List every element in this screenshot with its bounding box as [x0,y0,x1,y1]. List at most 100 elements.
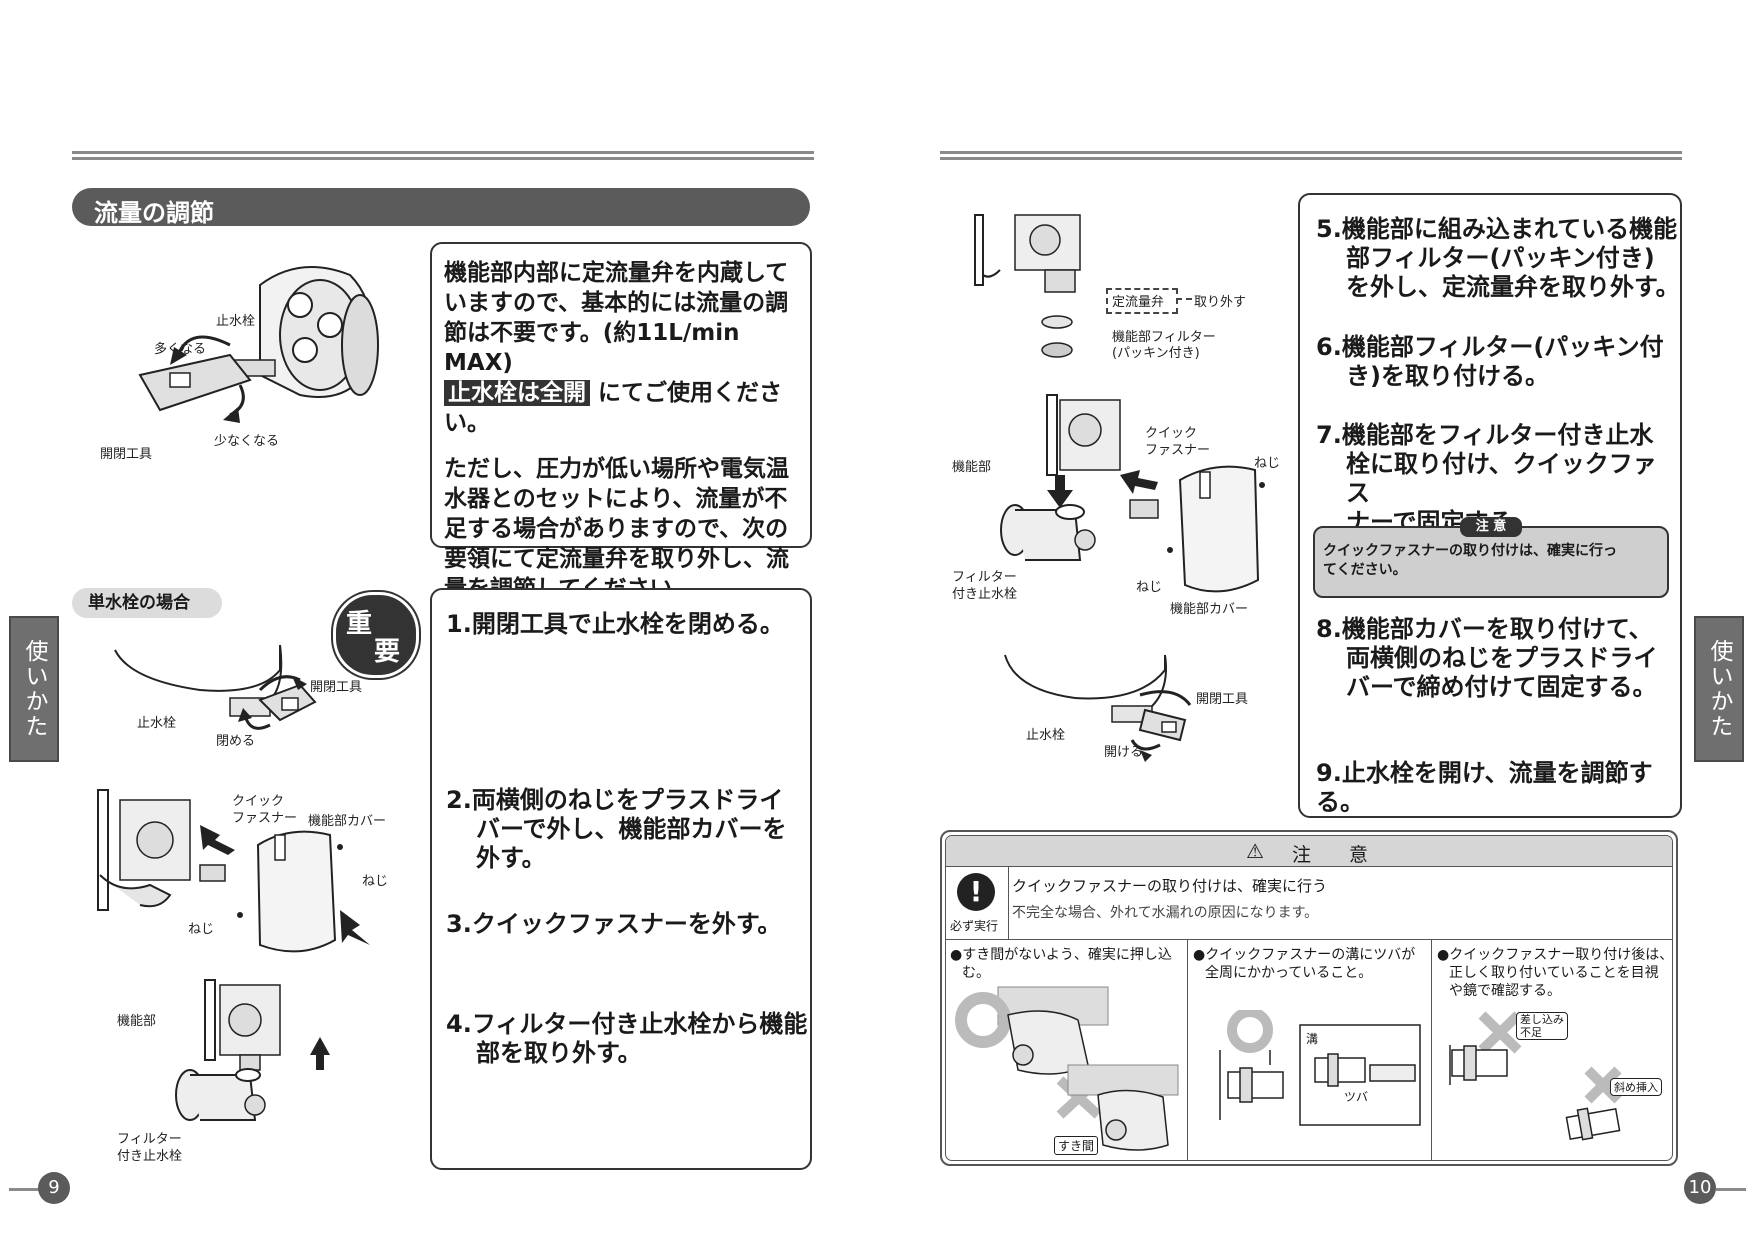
warning-triangle-icon: ⚠ [1246,839,1264,863]
step-5-line: を外し、定流量弁を取り外す。 [1346,273,1680,301]
step-2-line: 外す。 [476,844,546,872]
flange-label: ツバ [1344,1090,1369,1104]
fig6-label-screw-left: ねじ [1136,580,1163,595]
fig5-label-filter-2: (パッキン付き) [1112,346,1200,361]
fig5-label-valve: 定流量弁 [1112,295,1165,310]
warning-main: クイックファスナーの取り付けは、確実に行う [1012,877,1328,895]
right-top-rule [940,151,1682,160]
step-6: 6.機能部フィルター(パッキン付 き)を取り付ける。 [1316,333,1664,391]
warning-col-1-line: む。 [962,965,990,981]
fig1-label-tool: 開閉工具 [100,447,153,462]
step-3: 3.クイックファスナーを外す。 [446,910,782,938]
diagonal-insertion-label: 斜め挿入 [1610,1078,1662,1096]
insufficient-insertion-label: 差し込み 不足 [1516,1012,1568,1040]
step-4-line: 4.フィルター付き止水栓から機能 [446,1010,808,1038]
page-number-right: 10 [1684,1172,1716,1204]
fig7-label-stop-valve: 止水栓 [1026,728,1066,743]
page-number-line-right [1716,1188,1746,1191]
warning-col-divider-1 [1187,940,1188,1160]
warning-sub: 不完全な場合、外れて水漏れの原因になります。 [1012,905,1319,921]
insufficient-line: 差し込み [1520,1013,1564,1026]
page-number-line-left [9,1188,39,1191]
warning-divider [946,939,1672,940]
fig2-label-stop-valve: 止水栓 [137,716,177,731]
warning-panel [940,830,1678,1166]
gap-label: すき間 [1054,1136,1099,1155]
fig4-label-filter-2: 付き止水栓 [117,1149,183,1164]
warning-col-3-text: ●クイックファスナー取り付け後は、 正しく取り付いていることを目視 や鏡で確認す… [1437,946,1673,1000]
intro-line: 足する場合がありますので、次の [444,516,789,542]
fig6-label-screw-right: ねじ [1254,456,1281,471]
step-2: 2.両横側のねじをプラスドライ バーで外し、機能部カバーを 外す。 [446,786,787,873]
remove-valve-figure [974,214,1081,358]
warning-header: ⚠ 注 意 [946,836,1672,867]
warning-col-3-line: ●クイックファスナー取り付け後は、 [1437,947,1674,963]
fig6-label-filter-2: 付き止水栓 [952,587,1018,602]
warning-col-3-line: や鏡で確認する。 [1449,983,1561,999]
step-5-line: 5.機能部に組み込まれている機能 [1316,215,1678,243]
single-faucet-subhead: 単水栓の場合 [72,588,222,618]
fig5-label-remove: 取り外す [1194,295,1247,310]
fig3-label-quick-1: クイック [232,794,285,809]
fig5-leader [1176,298,1192,300]
warning-col1-figure [955,986,1179,1151]
groove-label: 溝 [1306,1032,1319,1046]
intro-line: ただし、圧力が低い場所や電気温 [444,456,789,482]
intro-line: 止水栓は全開 にてご使用ください。 [444,378,804,438]
step-4: 4.フィルター付き止水栓から機能 部を取り外す。 [446,1010,807,1068]
fig6-label-quick-1: クイック [1145,426,1198,441]
inline-caution-tag: 注 意 [1460,517,1522,537]
exclamation-icon: ! [957,873,995,911]
fig1-label-more: 多くなる [154,342,207,357]
fig6-label-unit: 機能部 [952,460,992,475]
step-5: 5.機能部に組み込まれている機能 部フィルター(パッキン付き) を外し、定流量弁… [1316,215,1680,302]
step-8-line: 8.機能部カバーを取り付けて、 [1316,615,1653,643]
intro-line: 節は不要です。(約11L/min MAX) [444,320,740,376]
intro-text: 機能部内部に定流量弁を内蔵して いますので、基本的には流量の調 節は不要です。(… [444,258,804,604]
warning-col-2-line: ●クイックファスナーの溝にツバが [1193,947,1416,963]
fig7-label-open: 開ける [1104,745,1144,760]
fig1-label-stop-valve: 止水栓 [216,314,256,329]
important-char-1: 重 [346,609,373,639]
fig3-label-screw-right: ねじ [362,874,389,889]
fig3-label-cover: 機能部カバー [308,814,387,829]
remove-unit-figure [175,979,330,1121]
warning-panel-inner [945,835,1673,1161]
warning-col-1-text: ●すき間がないよう、確実に押し込 む。 [950,946,1172,982]
fig1-label-less: 少なくなる [214,434,280,449]
must-do-label: 必ず実行 [950,919,999,933]
steps-box-left: 1.開閉工具で止水栓を閉める。 2.両横側のねじをプラスドライ バーで外し、機能… [430,588,812,1170]
step-8: 8.機能部カバーを取り付けて、 両横側のねじをプラスドライ バーで締め付けて固定… [1316,615,1658,702]
step-7-line: 7.機能部をフィルター付き止水 [1316,421,1654,449]
side-tab-right: 使いかた [1694,616,1744,762]
fig5-label-filter-1: 機能部フィルター [1112,330,1216,345]
warning-col-3-line: 正しく取り付いていることを目視 [1449,965,1659,981]
remove-cover-figure [97,789,370,953]
warning-col-2-text: ●クイックファスナーの溝にツバが 全周にかかっていること。 [1193,946,1415,982]
step-9: 9.止水栓を開け、流量を調節する。 [1316,759,1653,816]
section-title: 流量の調節 [94,199,214,227]
important-badge: 重 要 [333,592,419,678]
left-top-rule [72,151,814,160]
step-1: 1.開閉工具で止水栓を閉める。 [446,610,784,638]
inline-caution-line: てください。 [1323,562,1407,578]
fig6-label-quick-2: ファスナー [1145,443,1211,458]
steps-box-right: 5.機能部に組み込まれている機能 部フィルター(パッキン付き) を外し、定流量弁… [1298,193,1682,818]
open-valve-figure [1004,654,1192,762]
important-char-2: 要 [374,637,401,667]
fig4-label-filter-1: フィルター [117,1132,182,1147]
fig6-label-cover: 機能部カバー [1170,602,1249,617]
warning-col-1-line: ●すき間がないよう、確実に押し込 [950,947,1172,963]
fig6-label-filter-1: フィルター [952,570,1017,585]
step-2-line: 2.両横側のねじをプラスドライ [446,786,784,814]
intro-line: 機能部内部に定流量弁を内蔵して [444,260,789,286]
page-number-left: 9 [38,1172,70,1204]
intro-line: いますので、基本的には流量の調 [444,290,789,316]
intro-line: 要領にて定流量弁を取り外し、流 [444,546,789,572]
inline-caution-text: クイックファスナーの取り付けは、確実に行っ てください。 [1323,542,1617,580]
step-4-line: 部を取り外す。 [476,1039,642,1067]
intro-line-rest: にてご使用ください。 [444,380,783,436]
step-6-line: き)を取り付ける。 [1346,362,1549,390]
warning-col-divider-2 [1431,940,1432,1160]
fig3-label-quick-2: ファスナー [232,811,298,826]
